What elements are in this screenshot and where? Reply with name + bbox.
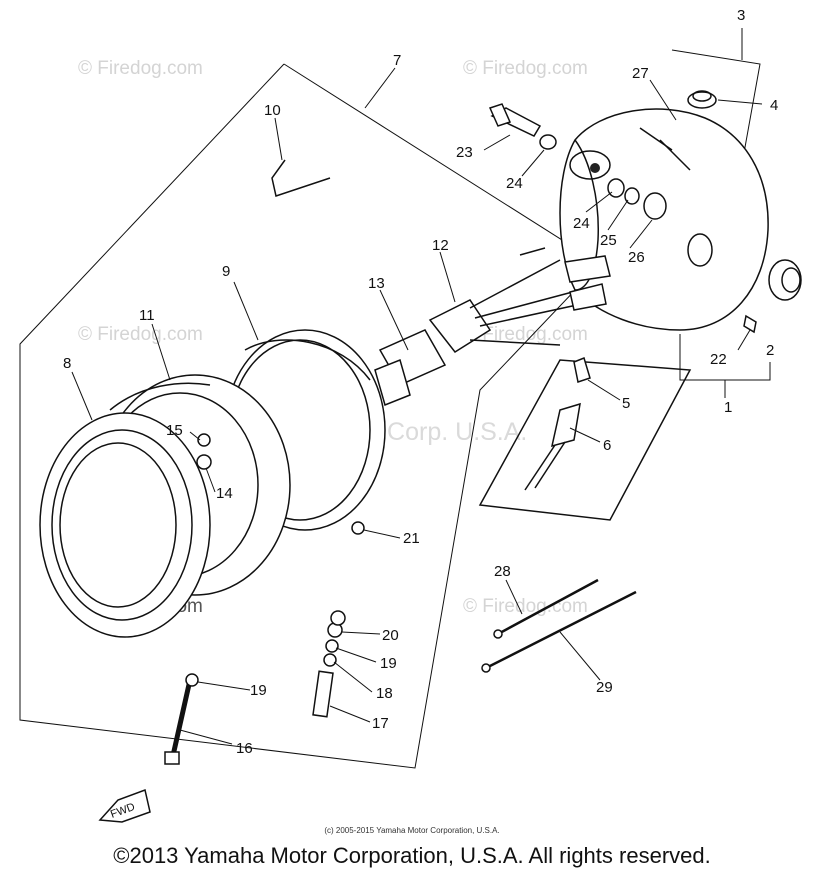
callout-labels: 1 2 3 4 5 6 7 8 9 10 11 12 13 14 15 16 1… [63, 7, 778, 757]
callout-11: 11 [139, 307, 155, 324]
callout-21: 21 [403, 530, 420, 547]
callout-26: 26 [628, 249, 645, 266]
callout-17: 17 [372, 715, 389, 732]
small-copyright: (c) 2005-2015 Yamaha Motor Corporation, … [324, 826, 500, 835]
spacer-17 [312, 610, 346, 718]
callout-16: 16 [236, 740, 253, 757]
callout-29: 29 [596, 679, 613, 696]
watermark-top-right: © Firedog.com [463, 58, 588, 79]
callout-8: 8 [63, 355, 71, 372]
callout-18: 18 [376, 685, 393, 702]
callout-12: 12 [432, 237, 449, 254]
callout-3: 3 [737, 7, 745, 24]
callout-25: 25 [600, 232, 617, 249]
callout-10: 10 [264, 102, 281, 119]
watermark-lower-right: © Firedog.com [463, 596, 588, 617]
callout-23: 23 [456, 144, 473, 161]
screw-15 [197, 433, 211, 447]
watermark-mid-left: © Firedog.com [78, 324, 203, 345]
callout-2: 2 [766, 342, 774, 359]
callout-28: 28 [494, 563, 511, 580]
cables [481, 578, 637, 673]
callout-24-upper: 24 [506, 175, 523, 192]
bolt-23-and-washer [488, 103, 557, 150]
callout-5: 5 [622, 395, 630, 412]
callout-19-left: 19 [250, 682, 267, 699]
headlight-ring-8 [39, 412, 211, 638]
callout-4: 4 [770, 97, 778, 114]
footer-copyright: ©2013 Yamaha Motor Corporation, U.S.A. A… [113, 843, 711, 868]
housing-bracket-3 [671, 49, 761, 176]
callout-9: 9 [222, 263, 230, 280]
callout-15: 15 [166, 422, 183, 439]
callout-7: 7 [393, 52, 401, 69]
shell-small-parts [607, 90, 757, 334]
fwd-arrow-icon: FWD [98, 788, 151, 823]
callout-6: 6 [603, 437, 611, 454]
nut-14 [196, 454, 212, 470]
callout-22: 22 [710, 351, 727, 368]
watermark-top-left: © Firedog.com [78, 58, 203, 79]
bulb-and-socket [478, 356, 692, 521]
clip-21 [351, 521, 365, 535]
leader-lines [71, 67, 763, 745]
callout-24-lower: 24 [573, 215, 590, 232]
watermark-mid-right: © Firedog.com [463, 324, 588, 345]
callout-1: 1 [724, 399, 732, 416]
callout-20: 20 [382, 627, 399, 644]
callout-14: 14 [216, 485, 233, 502]
bolt-16 [164, 673, 199, 765]
callout-19-right: 19 [380, 655, 397, 672]
callout-13: 13 [368, 275, 385, 292]
wire-clip-10 [271, 159, 331, 197]
callout-27: 27 [632, 65, 649, 82]
